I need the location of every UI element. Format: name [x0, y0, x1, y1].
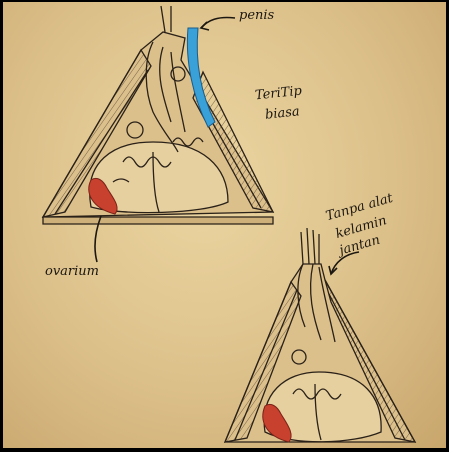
- barnacle-normal-drawing: [43, 6, 273, 224]
- diagram-canvas: penis TeriTip biasa Tanpa alat kelamin j…: [3, 2, 446, 448]
- label-penis: penis: [239, 8, 274, 23]
- label-ovarium: ovarium: [45, 264, 99, 279]
- barnacle-no-male-organ-drawing: [225, 228, 415, 442]
